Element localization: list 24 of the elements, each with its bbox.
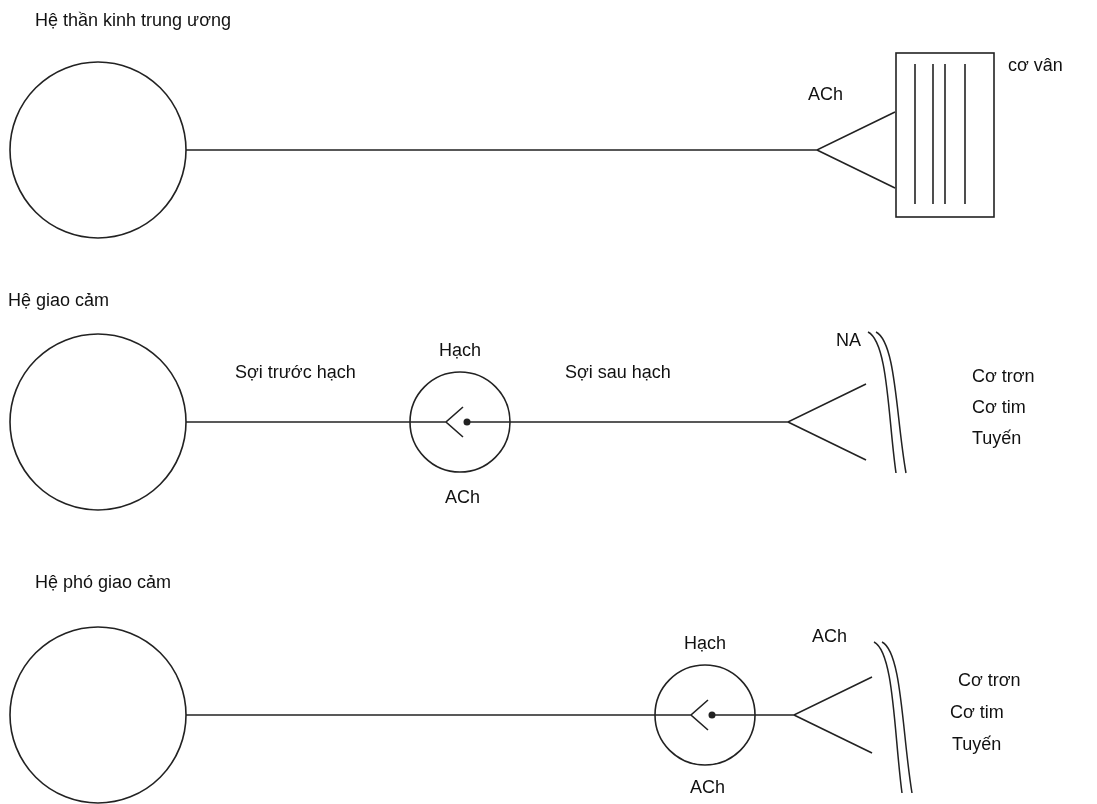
side-label: Tuyến: [972, 428, 1022, 449]
nerve-fiber-line: [754, 676, 873, 754]
side-label: Cơ trơn: [958, 670, 1021, 691]
transmitter-label: NA: [836, 330, 861, 351]
nerve-fiber-line: [185, 421, 411, 423]
nerve-fiber-line: [185, 714, 656, 716]
edge-label: Sợi sau hạch: [565, 362, 671, 383]
side-label: Cơ tim: [972, 397, 1026, 418]
side-label: Tuyến: [952, 734, 1002, 755]
section-title: Hệ phó giao cảm: [35, 572, 172, 593]
side-label: ACh: [690, 777, 725, 798]
transmitter-label: ACh: [808, 84, 843, 105]
section-title: Hệ thần kinh trung ương: [35, 10, 231, 31]
edge-label: Sợi trước hạch: [235, 362, 356, 383]
section-title: Hệ giao cảm: [8, 290, 110, 311]
nerve-fiber-line: [185, 111, 896, 189]
nerve-fiber-line: [509, 383, 867, 461]
node-heading: Hạch: [684, 633, 726, 654]
side-label: Cơ trơn: [972, 366, 1035, 387]
side-label: ACh: [445, 487, 480, 508]
side-label: Cơ tim: [950, 702, 1004, 723]
node-heading: Hạch: [439, 340, 481, 361]
side-label: cơ vân: [1008, 55, 1063, 76]
transmitter-label: ACh: [812, 626, 847, 647]
